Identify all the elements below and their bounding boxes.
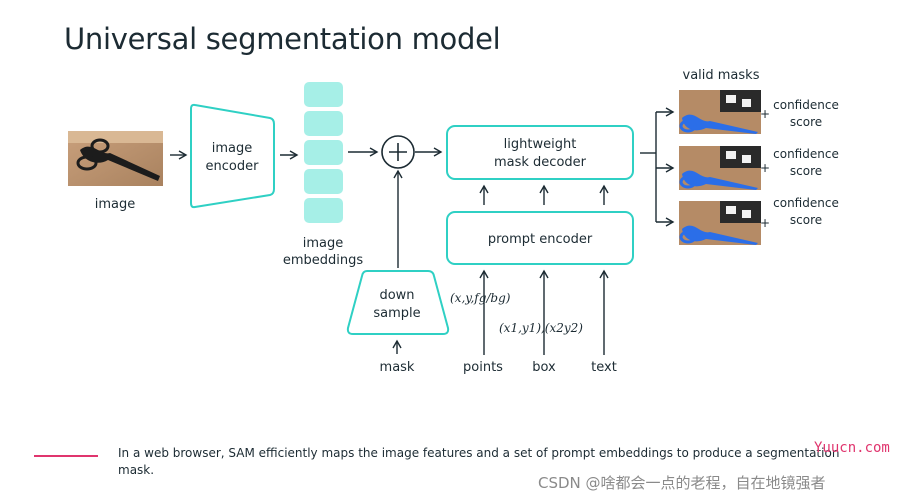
image-embeddings-stack xyxy=(304,82,343,223)
points-coordinate-annotation: (x,y,fg/bg) xyxy=(450,291,511,305)
confidence-2-line1: confidence xyxy=(773,147,839,161)
prompt-encoder-label: prompt encoder xyxy=(488,232,593,247)
mask-decoder-block xyxy=(446,125,634,180)
caption-text: In a web browser, SAM efficiently maps t… xyxy=(118,446,840,477)
confidence-3-line2: score xyxy=(790,213,822,227)
points-label: points xyxy=(463,360,503,375)
plus-sign-2: + xyxy=(760,161,770,175)
output-mask-3 xyxy=(679,201,761,245)
downsample-label-line2: sample xyxy=(373,306,420,321)
mask-input-label: mask xyxy=(380,360,415,375)
image-label: image xyxy=(95,197,136,212)
embeddings-label-line1: image xyxy=(303,236,344,251)
encoder-label-line2: encoder xyxy=(206,159,260,174)
input-image-thumbnail xyxy=(68,131,163,186)
output-mask-1 xyxy=(679,90,761,134)
confidence-1-line1: confidence xyxy=(773,98,839,112)
segmentation-diagram: image image encoder image embeddings dow… xyxy=(68,68,839,375)
valid-masks-label: valid masks xyxy=(683,68,760,83)
down-sample-block xyxy=(346,270,450,335)
decoder-label-line1: lightweight xyxy=(504,137,577,152)
output-mask-2 xyxy=(679,146,761,190)
prompt-encoder-block xyxy=(446,211,634,265)
embeddings-label-line2: embeddings xyxy=(283,253,364,268)
downsample-label-line1: down xyxy=(379,288,414,303)
plus-sign-1: + xyxy=(760,107,770,121)
watermark-author: CSDN @啥都会一点的老程，自在地镜强者 xyxy=(538,474,826,492)
box-coordinate-annotation: (x1,y1),(x2y2) xyxy=(499,321,583,335)
box-label: box xyxy=(532,360,556,375)
confidence-2-line2: score xyxy=(790,164,822,178)
text-label: text xyxy=(591,360,617,375)
watermark-site: Yuucn.com xyxy=(814,440,890,456)
page-title: Universal segmentation model xyxy=(64,22,501,56)
confidence-3-line1: confidence xyxy=(773,196,839,210)
confidence-1-line2: score xyxy=(790,115,822,129)
plus-sign-3: + xyxy=(760,216,770,230)
sum-node-icon xyxy=(381,135,415,169)
caption-accent-rule xyxy=(34,455,98,457)
output-branch-arrows xyxy=(640,107,675,227)
decoder-label-line2: mask decoder xyxy=(494,155,587,170)
image-encoder-block xyxy=(190,103,275,209)
encoder-label-line1: image xyxy=(212,141,253,156)
